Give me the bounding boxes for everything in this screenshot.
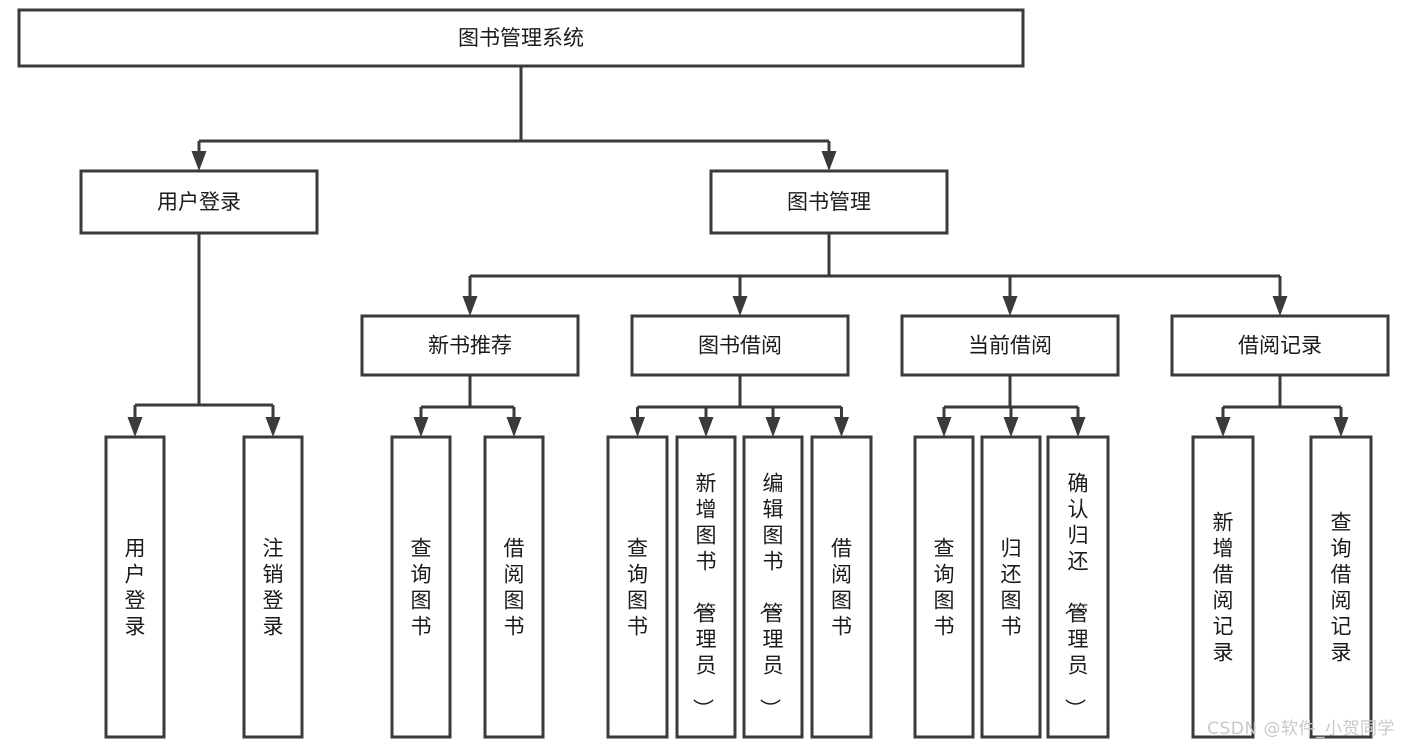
node-leaf-query-book-2[interactable]: 查询图书 [606, 435, 669, 739]
node-leaf-return-book[interactable]: 归还图书 [980, 435, 1042, 739]
node-box [79, 169, 319, 235]
node-box [1191, 435, 1255, 739]
node-label: 借阅图书 [831, 536, 852, 638]
node-box [1046, 435, 1110, 739]
node-box [360, 314, 580, 377]
arrow-head-icon [191, 151, 207, 171]
node-label: 用户登录 [157, 190, 241, 214]
node-label: 新书推荐 [428, 334, 512, 358]
node-label: 图书管理 [787, 190, 871, 214]
arrow-head-icon [821, 151, 837, 171]
node-label: 查询图书 [411, 536, 432, 638]
node-leaf-add-book[interactable]: 新增图书（管理员） [675, 435, 737, 739]
edge-layer [127, 66, 1349, 437]
node-leaf-logout[interactable]: 注销登录 [242, 435, 304, 739]
connector-group-current-borrow [936, 375, 1086, 437]
node-box [390, 435, 452, 739]
node-label: 编辑图书（管理员） [758, 471, 784, 719]
node-layer: 图书管理系统用户登录图书管理新书推荐图书借阅当前借阅借阅记录用户登录注销登录查询… [17, 8, 1390, 739]
arrow-head-icon [506, 417, 522, 437]
arrow-head-icon [265, 417, 281, 437]
node-label: 查询图书 [934, 536, 955, 638]
arrow-head-icon [127, 417, 143, 437]
arrow-head-icon [1070, 417, 1086, 437]
node-box [810, 435, 873, 739]
node-leaf-confirm-return[interactable]: 确认归还（管理员） [1046, 435, 1110, 739]
connector-group-new-book-rec [413, 375, 522, 437]
node-label: 查询图书 [627, 536, 648, 638]
connector-group-root [191, 66, 837, 171]
arrow-head-icon [765, 417, 781, 437]
arrow-head-icon [1002, 296, 1018, 316]
node-box [675, 435, 737, 739]
node-box [1170, 314, 1390, 377]
node-box [483, 435, 545, 739]
node-new-book-rec[interactable]: 新书推荐 [360, 314, 580, 377]
node-current-borrow[interactable]: 当前借阅 [900, 314, 1120, 377]
connector-group-user-login [127, 233, 281, 437]
node-leaf-query-book-1[interactable]: 查询图书 [390, 435, 452, 739]
node-root[interactable]: 图书管理系统 [17, 8, 1025, 68]
node-leaf-borrow-book-2[interactable]: 借阅图书 [810, 435, 873, 739]
node-user-login[interactable]: 用户登录 [79, 169, 319, 235]
node-book-manage[interactable]: 图书管理 [709, 169, 949, 235]
node-box [742, 435, 804, 739]
node-leaf-borrow-book-1[interactable]: 借阅图书 [483, 435, 545, 739]
arrow-head-icon [698, 417, 714, 437]
node-label: 图书管理系统 [458, 26, 584, 50]
node-leaf-edit-book[interactable]: 编辑图书（管理员） [742, 435, 804, 739]
node-label: 图书借阅 [698, 334, 782, 358]
arrow-head-icon [630, 417, 645, 437]
arrow-head-icon [1003, 417, 1019, 437]
connector-group-book-borrow [630, 375, 849, 437]
node-box [17, 8, 1025, 68]
node-book-borrow[interactable]: 图书借阅 [630, 314, 850, 377]
node-box [900, 314, 1120, 377]
node-leaf-query-book-3[interactable]: 查询图书 [913, 435, 975, 739]
node-leaf-add-record[interactable]: 新增借阅记录 [1191, 435, 1255, 739]
node-label: 查询借阅记录 [1331, 510, 1352, 664]
node-box [104, 435, 166, 739]
arrow-head-icon [834, 417, 849, 437]
node-label: 确认归还（管理员） [1063, 471, 1089, 719]
node-box [913, 435, 975, 739]
node-box [709, 169, 949, 235]
node-borrow-record[interactable]: 借阅记录 [1170, 314, 1390, 377]
node-label: 注销登录 [263, 536, 284, 638]
arrow-head-icon [462, 296, 478, 316]
node-label: 用户登录 [125, 536, 146, 638]
node-label: 新增借阅记录 [1213, 510, 1234, 664]
node-label: 当前借阅 [968, 334, 1052, 358]
node-leaf-query-record[interactable]: 查询借阅记录 [1309, 435, 1373, 739]
node-box [630, 314, 850, 377]
node-box [606, 435, 669, 739]
node-box [242, 435, 304, 739]
arrow-head-icon [1272, 296, 1288, 316]
arrow-head-icon [1215, 417, 1231, 437]
arrow-head-icon [732, 296, 748, 316]
arrow-head-icon [1333, 417, 1349, 437]
node-box [980, 435, 1042, 739]
node-label: 借阅记录 [1238, 334, 1322, 358]
connector-group-borrow-record [1215, 375, 1349, 437]
node-leaf-user-login[interactable]: 用户登录 [104, 435, 166, 739]
node-box [1309, 435, 1373, 739]
node-label: 借阅图书 [504, 536, 525, 638]
node-label: 新增图书（管理员） [691, 471, 717, 719]
arrow-head-icon [936, 417, 952, 437]
connector-group-book-manage [462, 233, 1288, 316]
node-label: 归还图书 [1001, 536, 1022, 638]
arrow-head-icon [413, 417, 429, 437]
